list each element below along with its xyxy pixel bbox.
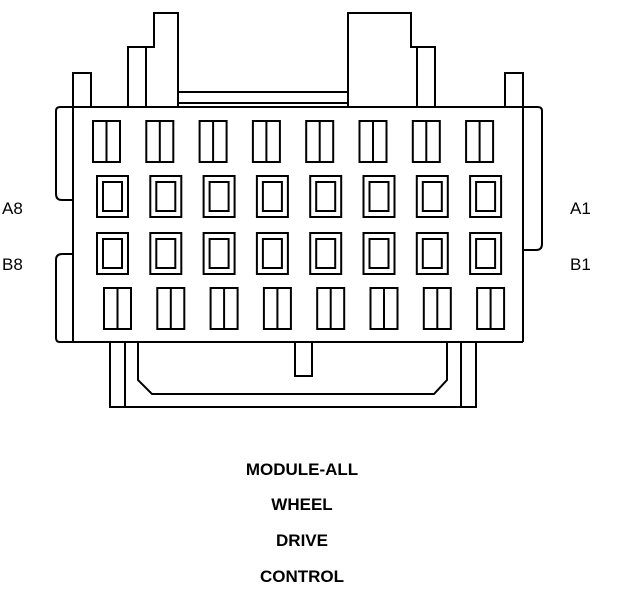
caption-line-4: CONTROL [259,567,345,586]
cavity-bottom-7 [422,287,452,330]
cavity-top-6 [358,120,388,163]
pin-label-a1: A1 [570,199,591,218]
cavity-bottom-2 [156,287,186,330]
cavity-b1 [469,232,503,275]
caption-line-2: WHEEL [271,495,333,514]
pin-label-a8: A8 [2,199,23,218]
cavity-top-4 [251,120,281,163]
caption-line-1: MODULE-ALL [245,460,359,479]
pin-label-b1: B1 [570,255,591,274]
cavity-a6 [202,175,236,218]
caption-line-3: DRIVE [276,531,328,550]
cavity-bottom-6 [369,287,399,330]
cavity-b5 [255,232,289,275]
cavity-row-b [96,232,503,275]
cavity-a8 [96,175,129,218]
connector-housing [55,106,543,343]
right-corner-post [504,72,524,108]
cavity-b3 [362,232,396,275]
cavity-row-a [96,175,503,218]
cavity-b7 [149,232,183,275]
cavity-b4 [309,232,343,275]
cavity-top-2 [145,120,175,163]
cavity-a7 [149,175,183,218]
cavity-a1 [469,175,503,218]
cavity-a5 [255,175,289,218]
cavity-b6 [202,232,236,275]
pin-label-b8: B8 [2,255,23,274]
top-bridge [178,91,348,104]
cavity-b2 [415,232,449,275]
cavity-a4 [309,175,343,218]
right-locking-tab [347,12,436,107]
cavity-top-8 [465,120,495,163]
left-locking-tab [127,12,179,107]
cavity-a2 [415,175,449,218]
cavity-row-4 [103,287,506,330]
cavity-row-1 [92,120,495,163]
cavity-top-7 [411,120,441,163]
cavity-bottom-3 [209,287,239,330]
cavity-bottom-4 [262,287,292,330]
cavity-bottom-8 [476,287,506,330]
left-corner-post [72,72,92,108]
cavity-b8 [96,232,129,275]
cavity-top-5 [305,120,335,163]
cavity-bottom-5 [316,287,346,330]
cavity-a3 [362,175,396,218]
cavity-top-3 [198,120,228,163]
bottom-skirt [109,342,477,408]
cavity-top-1 [92,120,121,163]
cavity-bottom-1 [103,287,132,330]
